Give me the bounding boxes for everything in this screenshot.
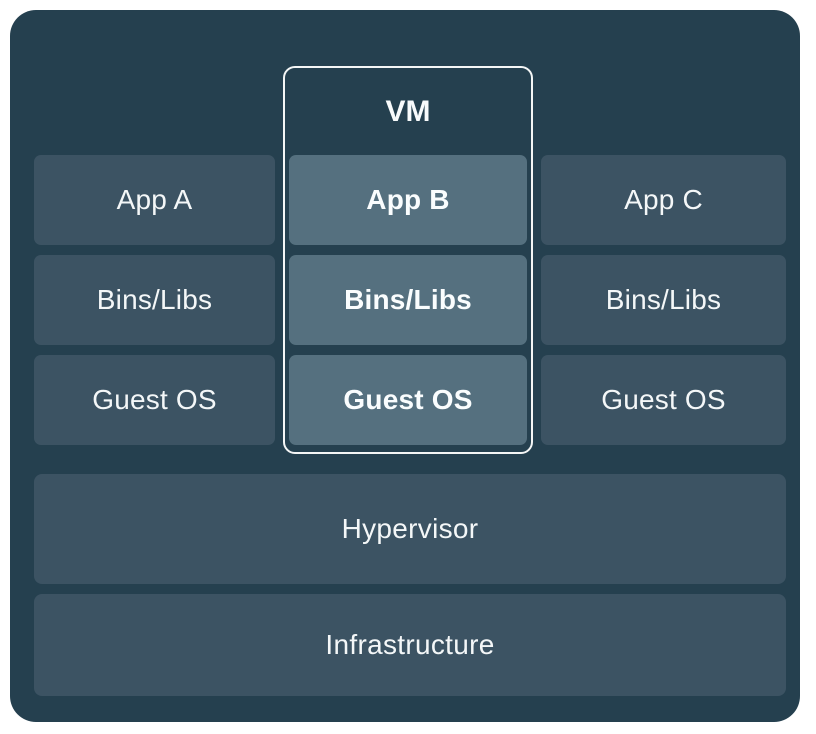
vm-box-title: VM <box>385 95 431 128</box>
cell-app-c-label: App C <box>624 184 703 215</box>
cell-guest-os-right: Guest OS <box>541 355 786 445</box>
cell-guest-os-left-label: Guest OS <box>92 384 217 415</box>
hypervisor-label: Hypervisor <box>341 513 479 544</box>
cell-guest-os-vm-label: Guest OS <box>343 384 473 415</box>
cell-bins-libs-left-label: Bins/Libs <box>96 284 213 315</box>
cell-app-c: App C <box>541 155 786 245</box>
cell-app-b-label: App B <box>366 184 450 215</box>
vm-architecture-diagram: App A Bins/Libs Guest OS VM App B Bins/L… <box>10 10 800 722</box>
cell-bins-libs-vm-label: Bins/Libs <box>344 284 472 315</box>
infrastructure-row: Infrastructure <box>34 594 786 696</box>
cell-app-b: App B <box>289 155 527 245</box>
infrastructure-label: Infrastructure <box>325 629 495 660</box>
cell-guest-os-right-label: Guest OS <box>601 384 726 415</box>
cell-app-a: App A <box>34 155 275 245</box>
cell-bins-libs-left: Bins/Libs <box>34 255 275 345</box>
vm-box: VM App B Bins/Libs Guest OS <box>283 66 533 454</box>
vm-box-header: VM <box>285 68 531 156</box>
cell-bins-libs-right: Bins/Libs <box>541 255 786 345</box>
cell-bins-libs-right-label: Bins/Libs <box>605 284 722 315</box>
cell-guest-os-vm: Guest OS <box>289 355 527 445</box>
cell-app-a-label: App A <box>116 184 193 215</box>
cell-bins-libs-vm: Bins/Libs <box>289 255 527 345</box>
cell-guest-os-left: Guest OS <box>34 355 275 445</box>
hypervisor-row: Hypervisor <box>34 474 786 584</box>
